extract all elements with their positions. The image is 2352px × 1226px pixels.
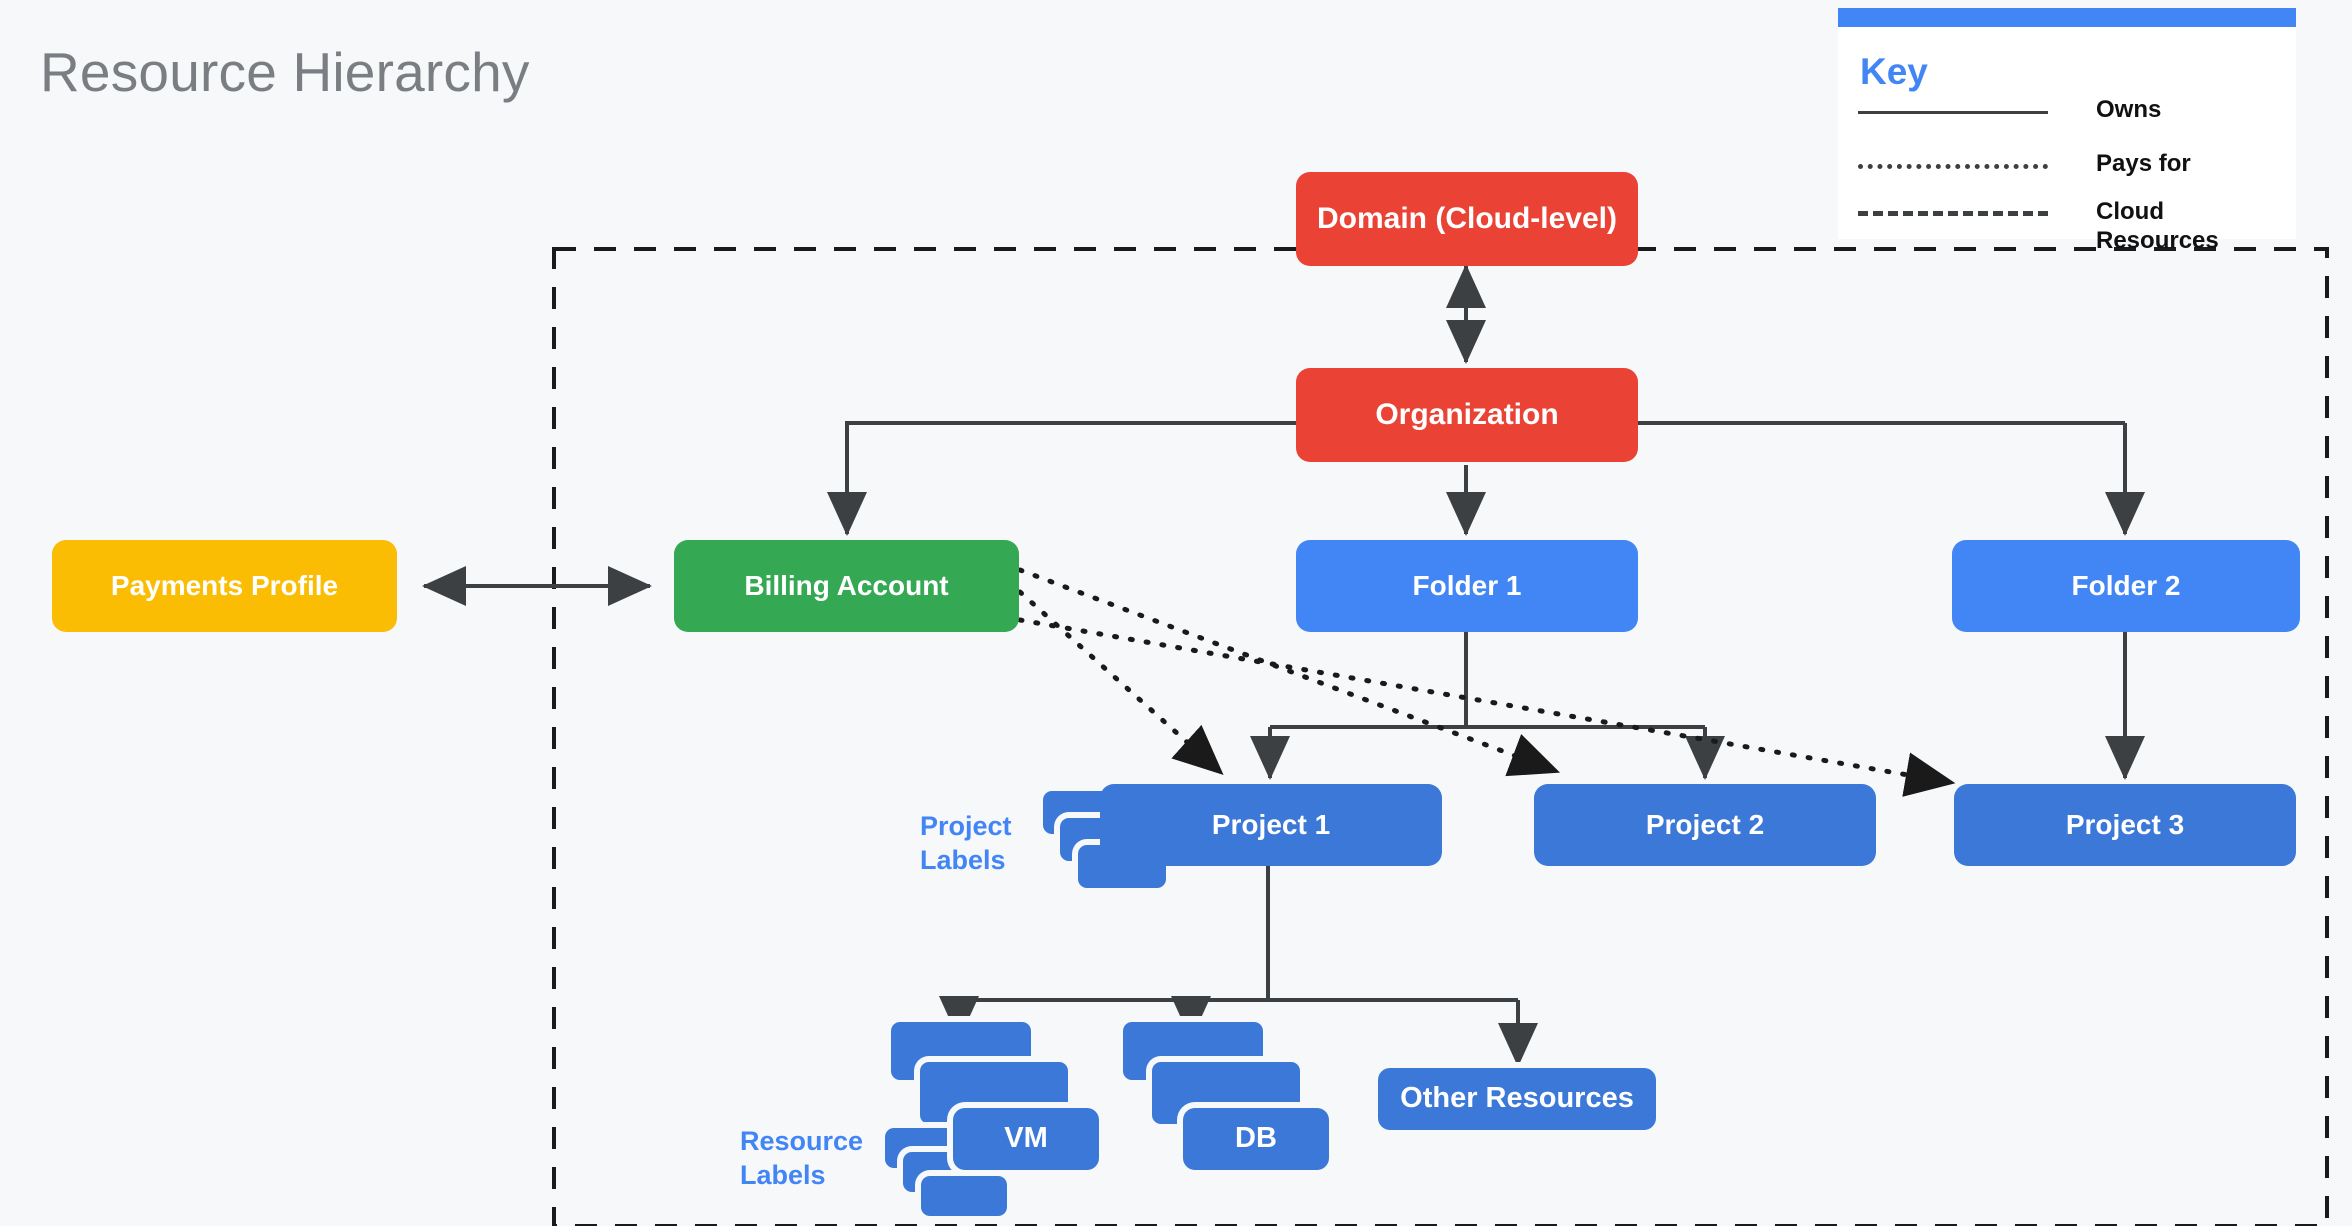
node-vm-label: VM bbox=[1004, 1122, 1048, 1155]
node-vm[interactable]: VM bbox=[953, 1108, 1099, 1170]
key-label-cloud-resources: Cloud Resources bbox=[2096, 198, 2219, 255]
node-domain[interactable]: Domain (Cloud-level) bbox=[1296, 172, 1638, 266]
resource-labels-note: Resource Labels bbox=[740, 1125, 900, 1193]
node-payments-profile[interactable]: Payments Profile bbox=[52, 540, 397, 632]
node-project-1-label: Project 1 bbox=[1211, 808, 1331, 840]
key-panel-accent-bar bbox=[1838, 8, 2296, 27]
page-title: Resource Hierarchy bbox=[40, 41, 530, 103]
key-panel: Key Owns Pays for Cloud Resources bbox=[1838, 8, 2296, 254]
project-labels-note-line-2: Labels bbox=[920, 844, 1006, 875]
node-project-2[interactable]: Project 2 bbox=[1534, 784, 1876, 866]
vm-stack-chip-small-3 bbox=[921, 1176, 1007, 1216]
node-project-3[interactable]: Project 3 bbox=[1954, 784, 2296, 866]
project-labels-note-line-1: Project bbox=[920, 811, 1012, 841]
node-project-1[interactable]: Project 1 bbox=[1100, 784, 1442, 866]
node-billing-account[interactable]: Billing Account bbox=[674, 540, 1019, 632]
node-payments-profile-label: Payments Profile bbox=[110, 569, 339, 601]
project-labels-note: Project Labels bbox=[920, 810, 1050, 878]
key-label-owns: Owns bbox=[2096, 96, 2162, 123]
edge-billing-project3-paysfor bbox=[1017, 617, 1956, 797]
key-line-cloud-resources bbox=[1858, 211, 2048, 216]
key-title: Key bbox=[1860, 51, 1928, 92]
node-project-2-label: Project 2 bbox=[1645, 808, 1765, 840]
node-organization-label: Organization bbox=[1375, 397, 1559, 431]
node-other-resources[interactable]: Other Resources bbox=[1378, 1068, 1656, 1130]
node-domain-label: Domain (Cloud-level) bbox=[1316, 201, 1617, 235]
node-folder-2-label: Folder 2 bbox=[2071, 569, 2181, 601]
edge-billing-project1-paysfor bbox=[1017, 589, 1224, 776]
resource-labels-note-line-2: Labels bbox=[740, 1159, 826, 1190]
node-db-label: DB bbox=[1235, 1122, 1277, 1155]
key-label-pays-for: Pays for bbox=[2096, 150, 2191, 177]
key-line-owns bbox=[1858, 111, 2048, 114]
node-billing-account-label: Billing Account bbox=[744, 569, 949, 601]
node-project-3-label: Project 3 bbox=[2065, 808, 2185, 840]
key-line-pays-for bbox=[1858, 164, 2048, 169]
node-other-resources-label: Other Resources bbox=[1400, 1082, 1634, 1115]
resource-labels-note-line-1: Resource bbox=[740, 1126, 864, 1156]
node-db[interactable]: DB bbox=[1183, 1108, 1329, 1170]
node-folder-1[interactable]: Folder 1 bbox=[1296, 540, 1638, 632]
node-folder-1-label: Folder 1 bbox=[1412, 569, 1522, 601]
key-panel-body: Key Owns Pays for Cloud Resources bbox=[1838, 27, 2296, 254]
node-folder-2[interactable]: Folder 2 bbox=[1952, 540, 2300, 632]
node-organization[interactable]: Organization bbox=[1296, 368, 1638, 462]
